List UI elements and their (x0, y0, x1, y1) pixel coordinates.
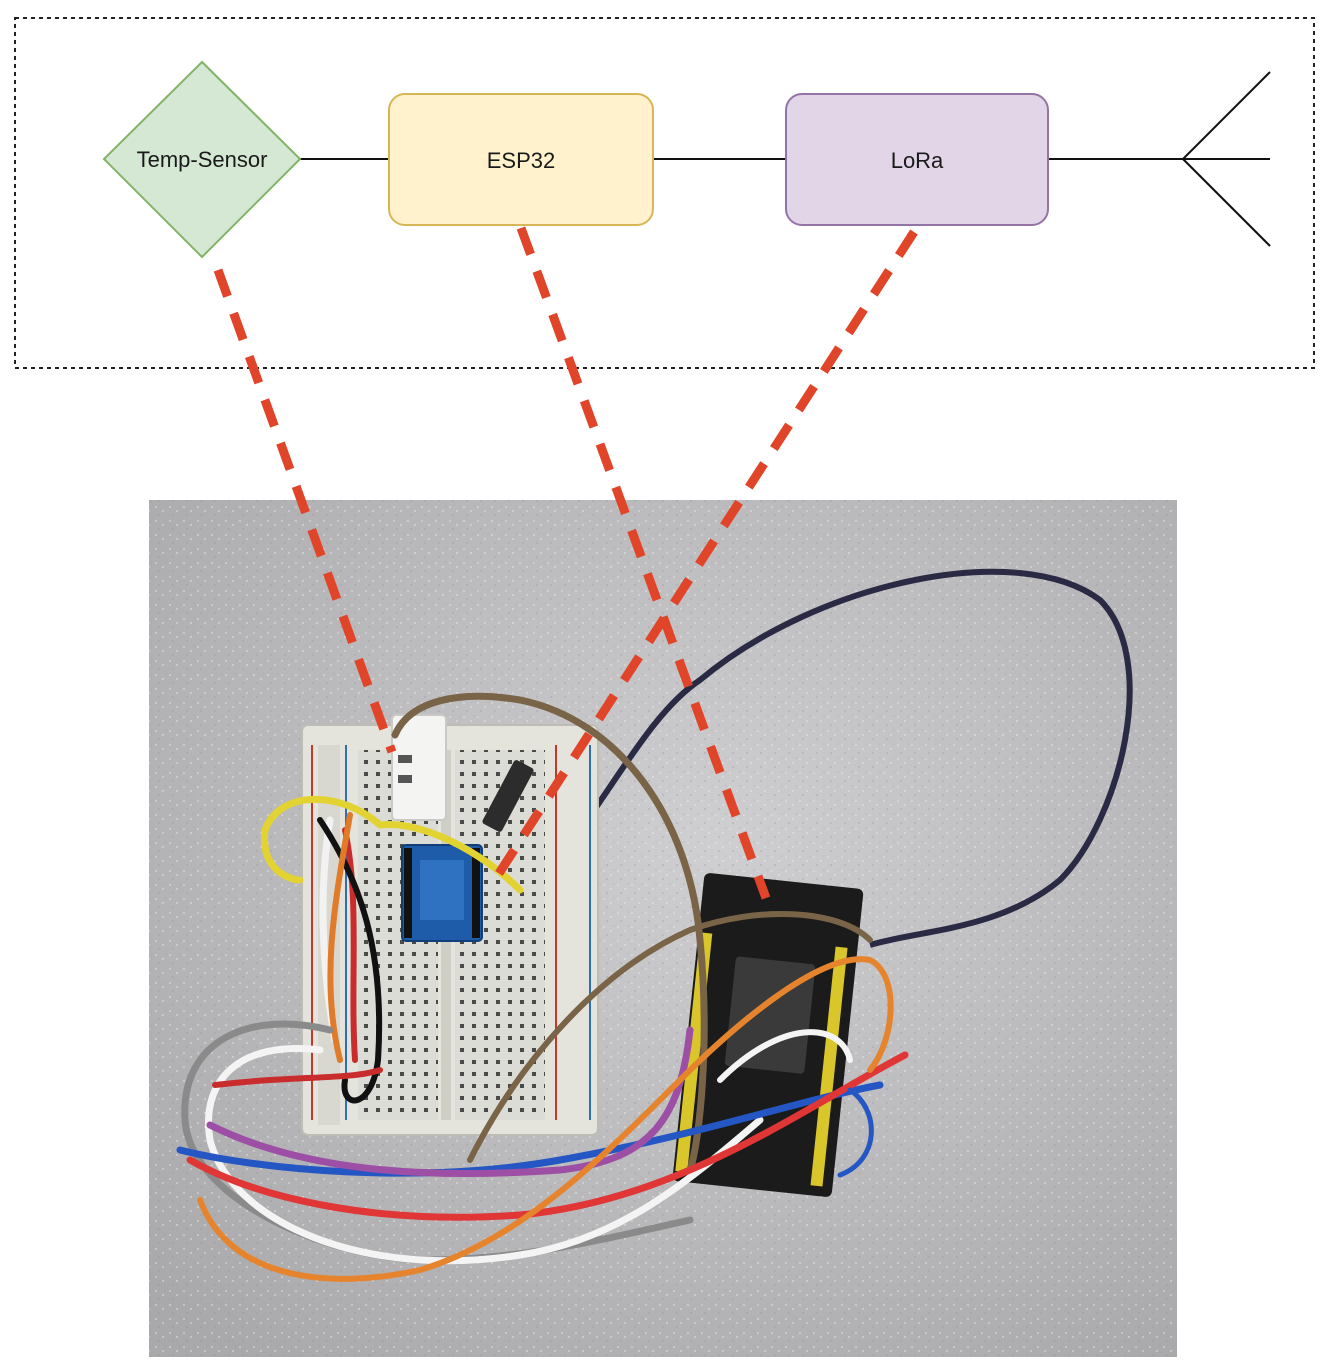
temp-sensor-module (391, 714, 447, 821)
wire-dark-loop (517, 568, 1133, 948)
lora-shape (785, 93, 1049, 226)
pin-header (482, 760, 534, 832)
temp-sensor-node: Temp-Sensor (102, 60, 302, 259)
lora-label: LoRa (891, 148, 944, 173)
diagram-panel: Temp-Sensor ESP32 LoRa (14, 17, 1315, 369)
jumper-wires (176, 692, 909, 1282)
connector-lora (492, 229, 918, 881)
esp32-shape (388, 93, 654, 226)
prototype-photo (149, 500, 1177, 1357)
temp-sensor-shape (102, 60, 302, 259)
antenna-icon (1182, 71, 1271, 247)
connector-esp32 (516, 226, 771, 900)
esp32-label: ESP32 (487, 148, 556, 173)
mapping-connectors (213, 226, 918, 900)
level-shifter-module (401, 844, 483, 942)
lora-node: LoRa (785, 93, 1049, 226)
connector-temp-sensor (213, 268, 397, 754)
esp32-node: ESP32 (388, 93, 654, 226)
temp-sensor-label: Temp-Sensor (137, 147, 268, 172)
